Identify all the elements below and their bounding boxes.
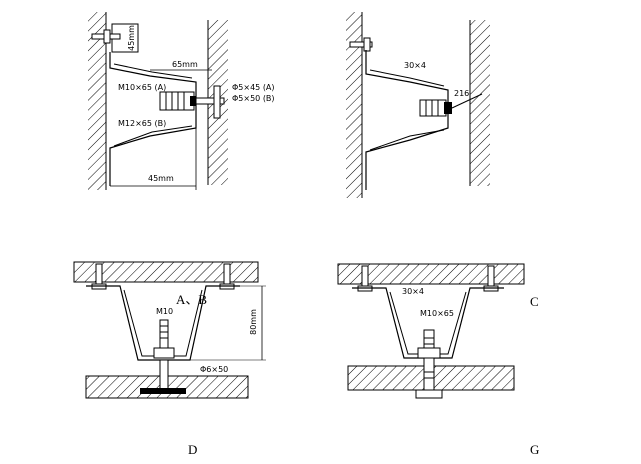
b-angle-label: 30×4: [404, 61, 426, 70]
d-ceiling-bolt-right: [223, 263, 231, 287]
g-center-bolt: [423, 329, 435, 395]
figure-g: 30×4 M10×65 C G: [337, 263, 539, 457]
top-bolt-nut: [103, 29, 111, 44]
d-case-label: A、B: [176, 292, 207, 307]
g-side-label: C: [530, 294, 539, 309]
g-angle-label: 30×4: [402, 287, 424, 296]
g-ceiling-slab: [337, 263, 525, 285]
figure-b: 30×4 216: [346, 12, 490, 198]
g-ceiling-bolt-right: [487, 265, 495, 289]
b-bolt-body: [419, 99, 447, 117]
figure-d: A、B M10 Φ6×50 80mm D: [73, 261, 266, 457]
g-ceiling-bolt-left: [361, 265, 369, 289]
g-caption: G: [530, 442, 539, 457]
b-bracket-inner-top: [369, 69, 445, 87]
b-bracket-inner-bottom: [369, 129, 445, 151]
b-top-nut: [363, 37, 371, 52]
d-floor-anchor: [159, 359, 169, 391]
d-bolt-label: M10: [156, 307, 173, 316]
anchor-rod: [195, 97, 225, 105]
width-dim-label: 65mm: [172, 60, 198, 69]
anchor-a-label: Φ5×45 (A): [232, 83, 275, 92]
g-top-nut: [417, 347, 441, 359]
b-right-wall-hatch: [470, 20, 490, 186]
center-bolt-nut: [190, 96, 196, 106]
b-left-wall-hatch: [346, 12, 362, 198]
anchor-b-label: Φ5×50 (B): [232, 94, 275, 103]
b-bracket-outline: [365, 50, 449, 190]
b-anchor-line: [451, 93, 483, 109]
d-floor-plate: [140, 388, 186, 394]
figure-a: 45mm 65mm M10×65 (A) M12×65 (B) Φ5×45 (A…: [88, 12, 275, 190]
d-ceiling-bolt-left: [95, 263, 103, 287]
bracket-inner-bottom: [113, 125, 193, 147]
bolt-a-label: M10×65 (A): [118, 83, 166, 92]
b-bolt-nut: [444, 102, 452, 114]
bolt-b-label: M12×65 (B): [118, 119, 166, 128]
bracket-inner-top: [113, 63, 193, 79]
g-bolt-label: M10×65: [420, 309, 454, 318]
bottom-dim-label: 45mm: [148, 174, 174, 183]
d-anchor-label: Φ6×50: [200, 365, 228, 374]
d-center-nut: [153, 347, 175, 359]
d-ceiling-slab: [73, 261, 259, 283]
anchor-washer: [213, 85, 221, 119]
left-wall-hatch: [88, 12, 106, 190]
d-center-bolt: [159, 319, 169, 351]
top-dim-label: 45mm: [127, 25, 136, 51]
d-height-dim-label: 80mm: [249, 309, 258, 335]
g-bottom-nut: [415, 389, 443, 399]
b-depth-label: 216: [454, 89, 469, 98]
center-bolt-body: [159, 91, 195, 111]
d-caption: D: [188, 442, 197, 457]
b-top-bolt: [349, 41, 373, 48]
